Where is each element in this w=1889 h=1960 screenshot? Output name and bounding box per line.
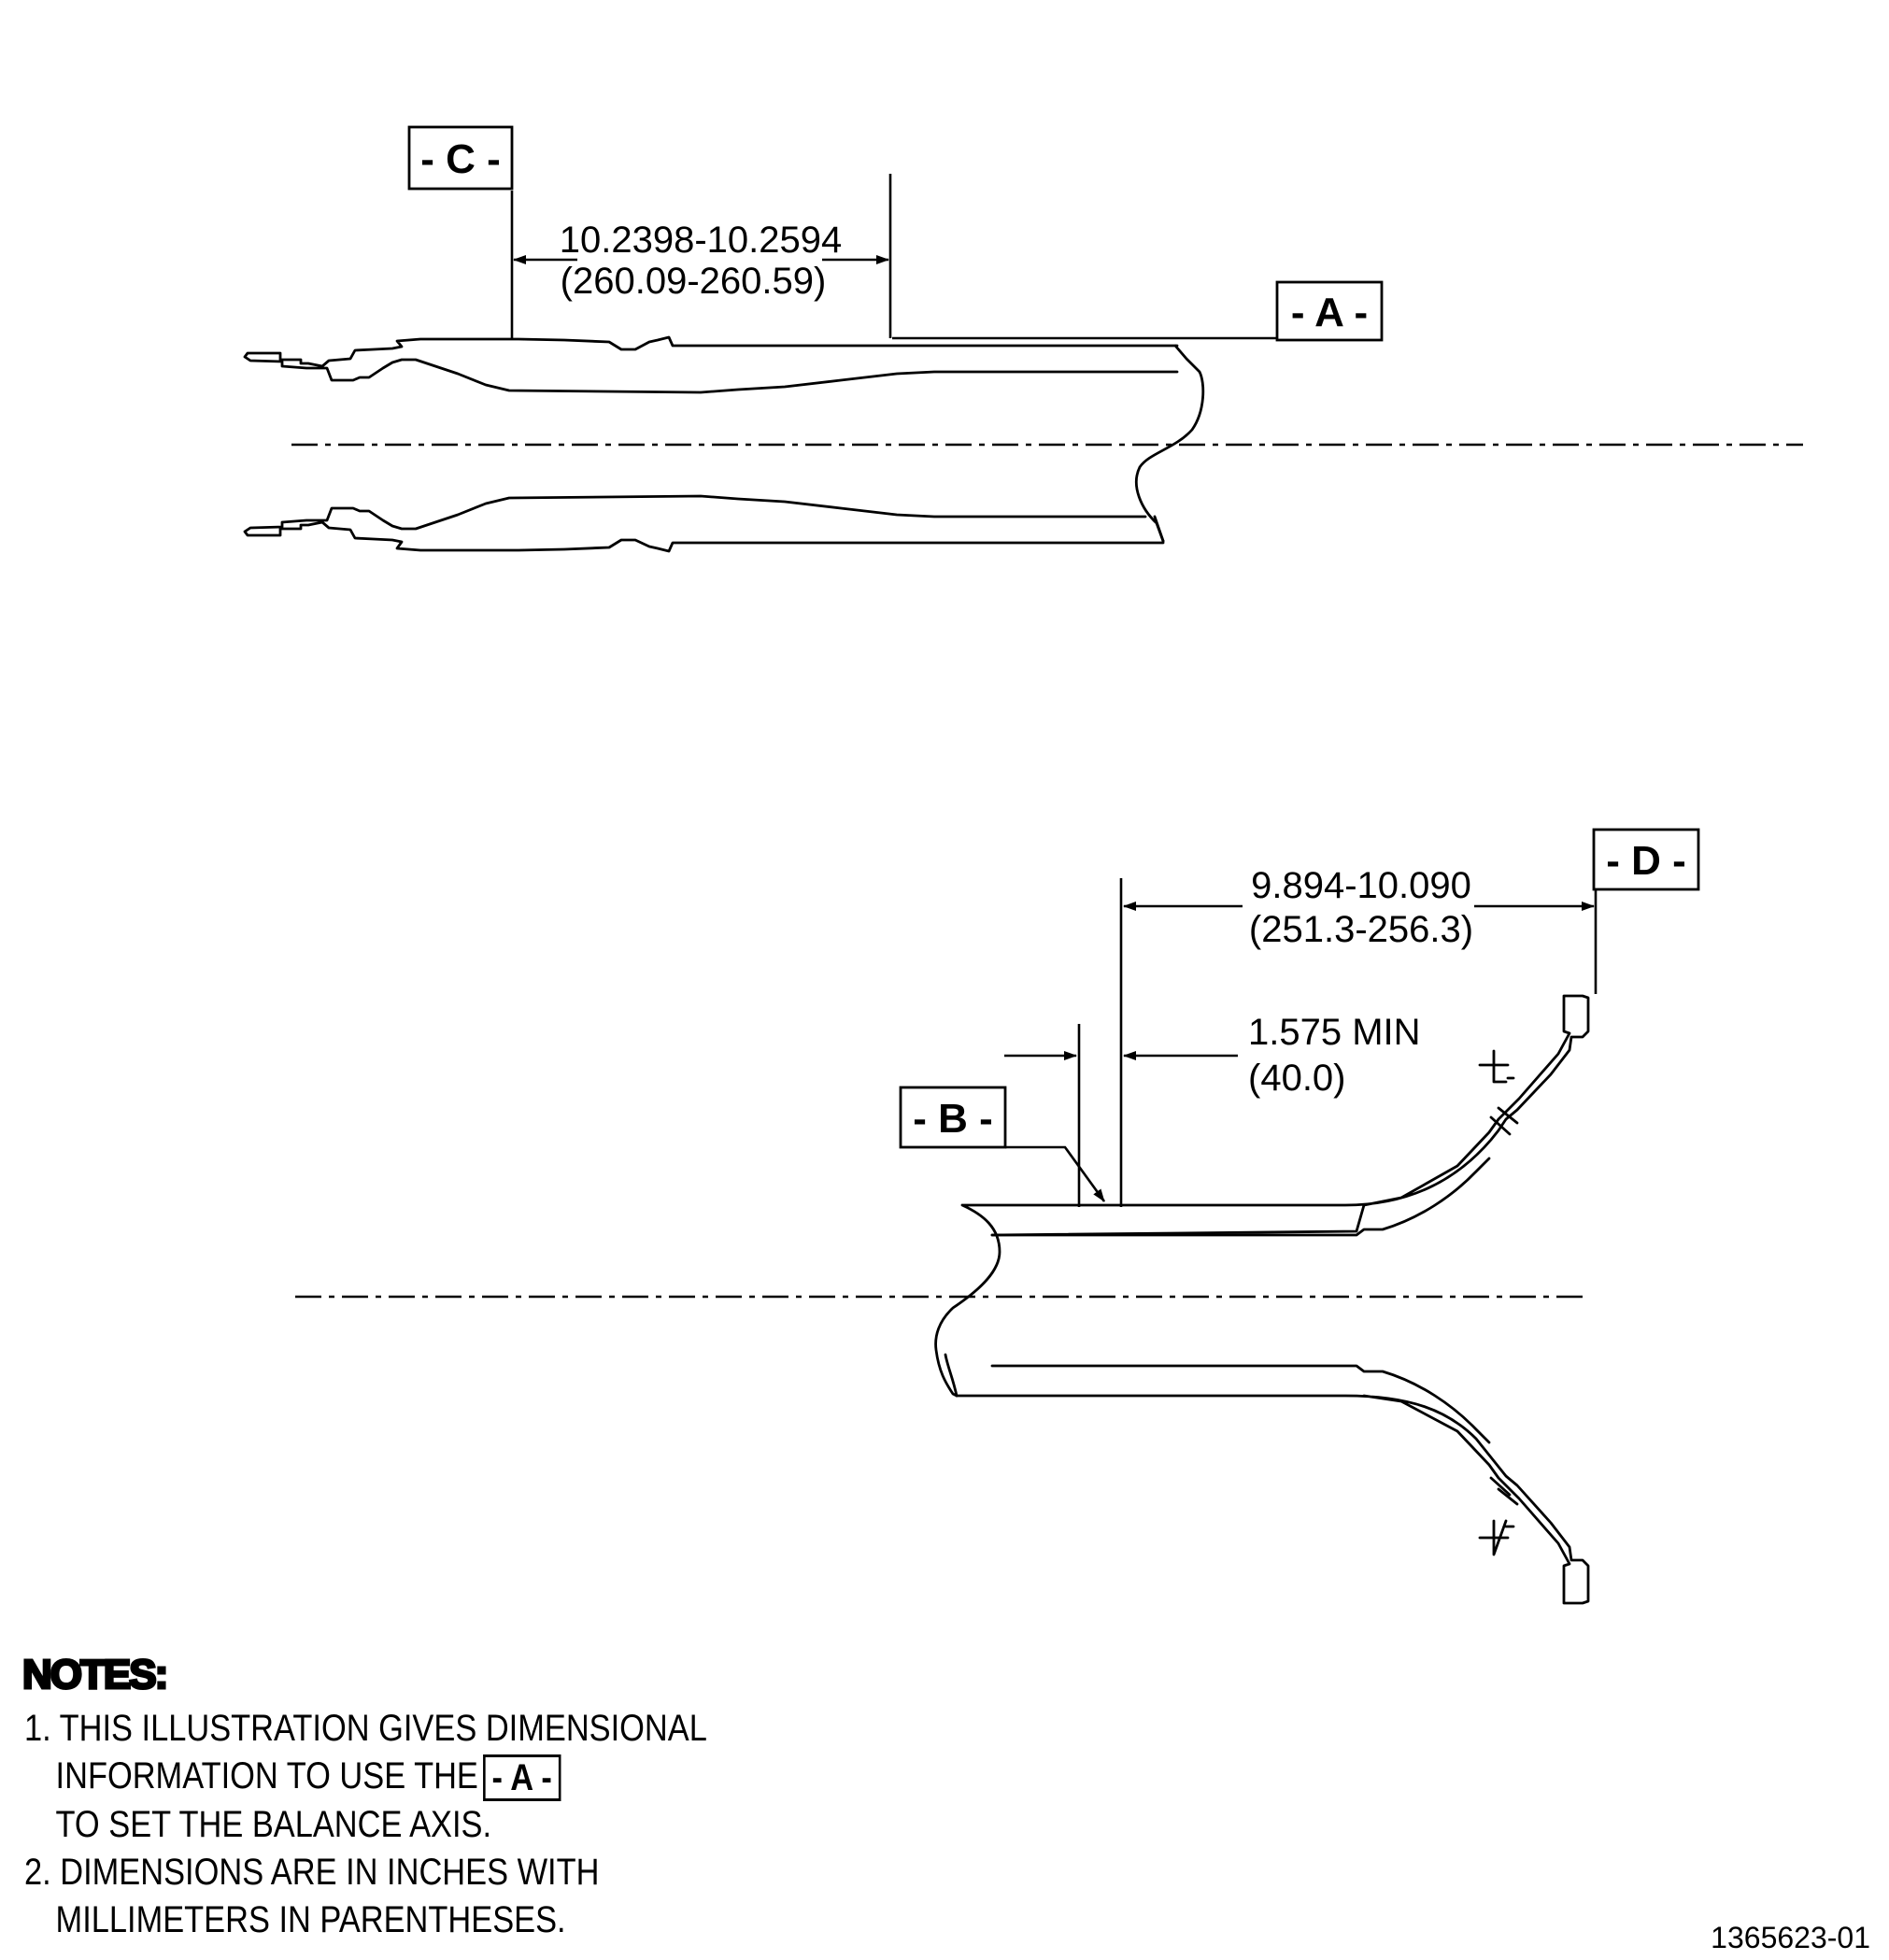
note-1-line-3: TO SET THE BALANCE AXIS. <box>55 1804 492 1846</box>
short-dim-inches: 1.575 MIN <box>1248 1012 1421 1053</box>
datum-a-label: - A - <box>1291 290 1368 335</box>
hub-upper-outline <box>934 994 1590 1398</box>
note-datum-a-box: - A - <box>483 1754 561 1802</box>
top-shaft-upper-outline <box>243 335 1205 543</box>
datum-b-leader <box>1005 1145 1106 1202</box>
hub-lower-curve <box>944 1353 959 1398</box>
top-shaft-end-step <box>1153 515 1165 543</box>
hub-lower-hatch <box>1489 1476 1519 1506</box>
plus-ticks <box>1504 1076 1515 1528</box>
note-2-line-2: MILLIMETERS IN PARENTHESES. <box>55 1899 566 1941</box>
long-dim-mm: (251.3-256.3) <box>1249 909 1473 950</box>
notes-block: 1. THIS ILLUSTRATION GIVES DIMENSIONAL I… <box>24 1705 707 1944</box>
hub-lower-inner <box>990 1364 1491 1444</box>
datum-b-box <box>899 1086 1007 1149</box>
top-shaft-view: - C - - A - 10.2398-10.2594 (260.09-260.… <box>243 125 1803 553</box>
notes-title: NOTES: <box>21 1651 169 1699</box>
note-2-line-1: 2. DIMENSIONS ARE IN INCHES WITH <box>24 1852 600 1894</box>
figure-code: 1365623-01 <box>1711 1921 1870 1954</box>
note-1-line-2-text: INFORMATION TO USE THE <box>55 1755 478 1797</box>
hub-lower-outline <box>955 1394 1590 1605</box>
note-1-line-2: INFORMATION TO USE THE- A - <box>24 1753 707 1802</box>
datum-b-label: - B - <box>913 1096 993 1142</box>
datum-a-box <box>1275 280 1384 342</box>
short-dim-mm: (40.0) <box>1248 1058 1346 1099</box>
long-dim-inches: 9.894-10.090 <box>1251 865 1471 906</box>
bottom-hub-view: - B - - D - 9.894-10.090 (251.3-256.3) 1… <box>295 828 1700 1605</box>
datum-d-label: - D - <box>1606 838 1686 884</box>
plus-marker-lower <box>1478 1519 1510 1556</box>
top-dim-inches: 10.2398-10.2594 <box>560 220 843 261</box>
note-1-line-1: 1. THIS ILLUSTRATION GIVES DIMENSIONAL <box>24 1708 707 1749</box>
plus-marker-upper <box>1478 1049 1510 1084</box>
datum-c-box <box>407 125 514 191</box>
hub-upper-inner <box>990 1157 1491 1237</box>
top-shaft-lower-outline <box>243 494 1165 553</box>
hub-upper-hatch <box>1489 1106 1519 1136</box>
datum-d-box <box>1592 828 1700 891</box>
top-dim-mm: (260.09-260.59) <box>561 261 827 302</box>
datum-c-label: - C - <box>420 136 501 182</box>
